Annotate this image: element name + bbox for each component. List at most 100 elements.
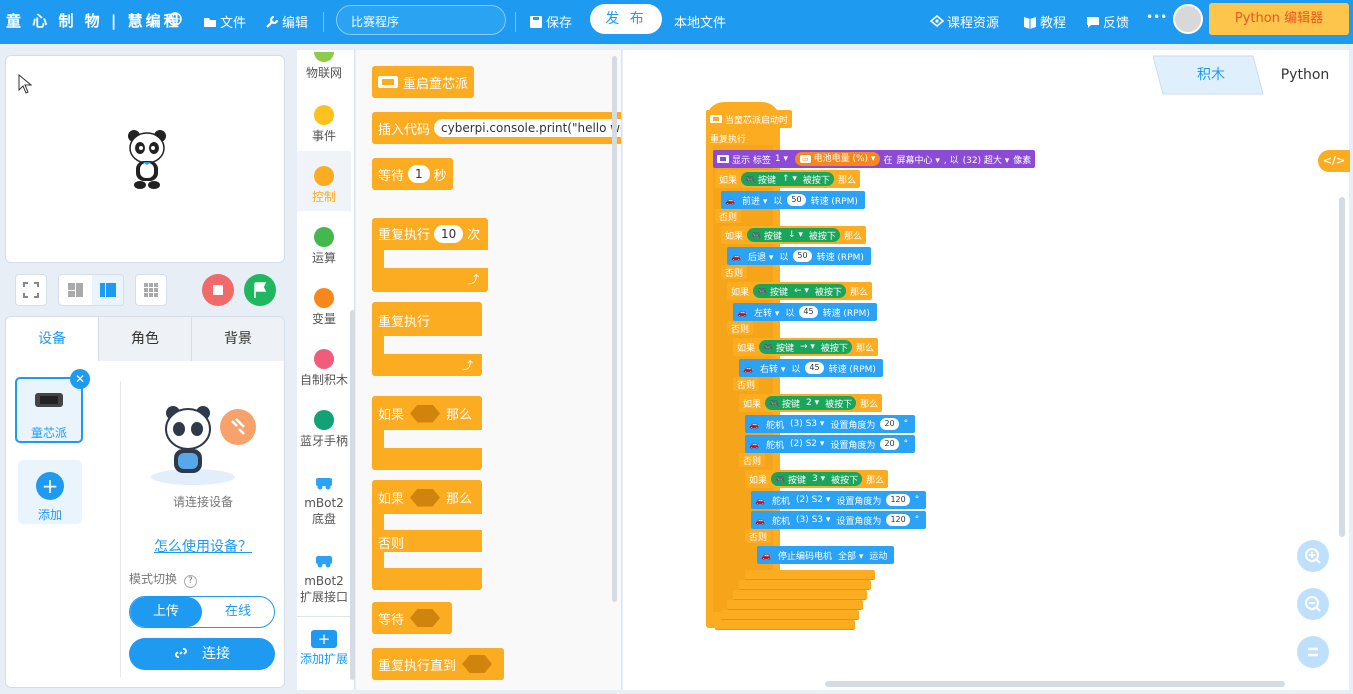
- publish-button[interactable]: 发 布: [590, 4, 662, 34]
- how-to-use-link[interactable]: 怎么使用设备？: [154, 539, 252, 555]
- block-restart-cyberpi[interactable]: 重启童芯派: [372, 66, 475, 98]
- local-file-button[interactable]: 本地文件: [674, 16, 727, 31]
- more-menu-button[interactable]: •••: [1146, 10, 1168, 24]
- category-variables[interactable]: 变量: [297, 288, 351, 327]
- code-workspace[interactable]: 积木 Python </> ⤴ 当童芯派启动时 重复执行 显示 标签 1 ▾ ▭…: [623, 50, 1350, 690]
- condition-slot[interactable]: [410, 488, 441, 507]
- connect-button[interactable]: 连接: [129, 638, 275, 670]
- language-globe-icon[interactable]: [168, 12, 185, 28]
- workspace-vertical-scrollbar[interactable]: [1339, 197, 1345, 537]
- tutorial-button[interactable]: 教程: [1023, 12, 1066, 31]
- zoom-out-button[interactable]: [1297, 588, 1329, 620]
- condition-slot[interactable]: [462, 655, 493, 673]
- add-extension-button[interactable]: +添加扩展: [299, 630, 348, 666]
- mode-switch[interactable]: 上传 在线: [129, 596, 275, 628]
- remove-device-close-icon[interactable]: ✕: [70, 369, 90, 389]
- block-if-button-pressed[interactable]: 如果🎮按键↑ ▾被按下那么: [715, 170, 860, 188]
- mode-online-option[interactable]: 在线: [224, 604, 251, 619]
- hat-block-when-start[interactable]: 当童芯派启动时: [706, 110, 793, 128]
- brand-logo[interactable]: 童 心 制 物 | 慧编程: [6, 12, 182, 30]
- workspace-horizontal-scrollbar[interactable]: [825, 681, 1285, 687]
- user-avatar[interactable]: [1173, 4, 1203, 34]
- category-bluetooth-gamepad[interactable]: 蓝牙手柄: [297, 410, 351, 449]
- help-icon[interactable]: ?: [183, 575, 197, 588]
- block-forever[interactable]: 重复执行 ⤴: [372, 302, 482, 376]
- script-stack[interactable]: ⤴ 当童芯派启动时 重复执行 显示 标签 1 ▾ ▭电池电量 (%) ▾ 在 屏…: [623, 50, 1349, 690]
- grid-view-button[interactable]: [135, 274, 167, 306]
- block-repeat-until[interactable]: 重复执行直到: [372, 648, 505, 680]
- condition-slot[interactable]: [410, 404, 441, 423]
- fullscreen-button[interactable]: [15, 274, 47, 306]
- repeat-times-input[interactable]: 10: [434, 224, 464, 243]
- battery-reporter[interactable]: ▭电池电量 (%) ▾: [794, 152, 881, 166]
- palette-scrollbar[interactable]: [612, 56, 617, 602]
- block-if-then[interactable]: 如果那么: [372, 396, 482, 470]
- wait-seconds-input[interactable]: 1: [408, 165, 430, 183]
- insert-code-input[interactable]: cyberpi.console.print("hello wo: [434, 119, 621, 137]
- category-scrollbar[interactable]: [350, 310, 355, 680]
- feedback-button[interactable]: 反馈: [1086, 12, 1129, 31]
- category-mbot2-extension-port[interactable]: mBot2 扩展接口: [297, 550, 351, 605]
- stage-canvas[interactable]: [5, 55, 285, 263]
- layout-large-stage-option[interactable]: [92, 275, 123, 305]
- block-if-button-pressed[interactable]: 如果🎮按键→ ▾被按下那么: [733, 338, 878, 356]
- tab-python[interactable]: Python: [1280, 67, 1330, 83]
- gamepad-button-condition[interactable]: 🎮按键↑ ▾被按下: [741, 172, 834, 186]
- category-events[interactable]: 事件: [297, 105, 351, 144]
- category-mbot2-chassis[interactable]: mBot2 底盘: [297, 472, 351, 527]
- gamepad-button-condition[interactable]: 🎮按键← ▾被按下: [753, 284, 846, 298]
- category-control[interactable]: 控制: [297, 166, 351, 205]
- tab-sprites[interactable]: 角色: [98, 317, 191, 361]
- block-if-button-pressed[interactable]: 如果🎮按键↓ ▾被按下那么: [721, 226, 866, 244]
- gamepad-button-condition[interactable]: 🎮按键↓ ▾被按下: [747, 228, 840, 242]
- zoom-in-button[interactable]: [1297, 540, 1329, 572]
- course-resources-button[interactable]: 课程资源: [930, 12, 999, 31]
- panda-sprite[interactable]: [124, 128, 170, 190]
- block-if-button-pressed[interactable]: 如果🎮按键← ▾被按下那么: [727, 282, 872, 300]
- device-card-cyberpi[interactable]: 童芯派: [15, 377, 83, 443]
- mode-upload-option[interactable]: 上传: [130, 597, 202, 627]
- stop-button[interactable]: [202, 274, 234, 306]
- project-name-input[interactable]: 比赛程序: [336, 5, 506, 35]
- save-button[interactable]: 保存: [529, 12, 572, 31]
- layout-toggle[interactable]: [58, 274, 124, 306]
- category-operators[interactable]: 运算: [297, 227, 351, 266]
- layout-small-stage-icon[interactable]: [59, 275, 92, 305]
- edit-menu[interactable]: 编辑: [265, 12, 308, 31]
- tab-devices[interactable]: 设备: [6, 317, 98, 361]
- condition-slot[interactable]: [410, 609, 441, 627]
- run-button[interactable]: [244, 274, 276, 306]
- block-if-else[interactable]: 如果那么 否则: [372, 480, 482, 590]
- block-stop-motors[interactable]: 🚗停止编码电机全部 ▾运动: [757, 546, 895, 564]
- block-categories: 物联网 事件 控制 运算 变量 自制积木 蓝牙手柄 mBot2 底盘 mBot2…: [297, 50, 355, 690]
- gamepad-button-condition[interactable]: 🎮按键→ ▾被按下: [759, 340, 852, 354]
- category-my-blocks[interactable]: 自制积木: [297, 349, 351, 388]
- code-panel-toggle-icon[interactable]: </>: [1318, 150, 1350, 172]
- category-dot: [314, 349, 334, 369]
- zoom-reset-button[interactable]: [1297, 636, 1329, 668]
- python-editor-button[interactable]: Python 编辑器: [1209, 3, 1349, 35]
- tab-blocks[interactable]: 积木: [1197, 67, 1225, 83]
- block-forever-label[interactable]: 重复执行: [706, 131, 751, 145]
- block-wait-until[interactable]: 等待: [372, 602, 453, 634]
- tab-backgrounds[interactable]: 背景: [191, 317, 284, 361]
- category-iot[interactable]: 物联网: [297, 52, 351, 81]
- file-menu[interactable]: 文件: [203, 12, 246, 31]
- block-display-label[interactable]: 显示 标签 1 ▾ ▭电池电量 (%) ▾ 在 屏幕中心 ▾ , 以 (32) …: [713, 150, 1036, 168]
- add-device-button[interactable]: + 添加: [18, 460, 82, 524]
